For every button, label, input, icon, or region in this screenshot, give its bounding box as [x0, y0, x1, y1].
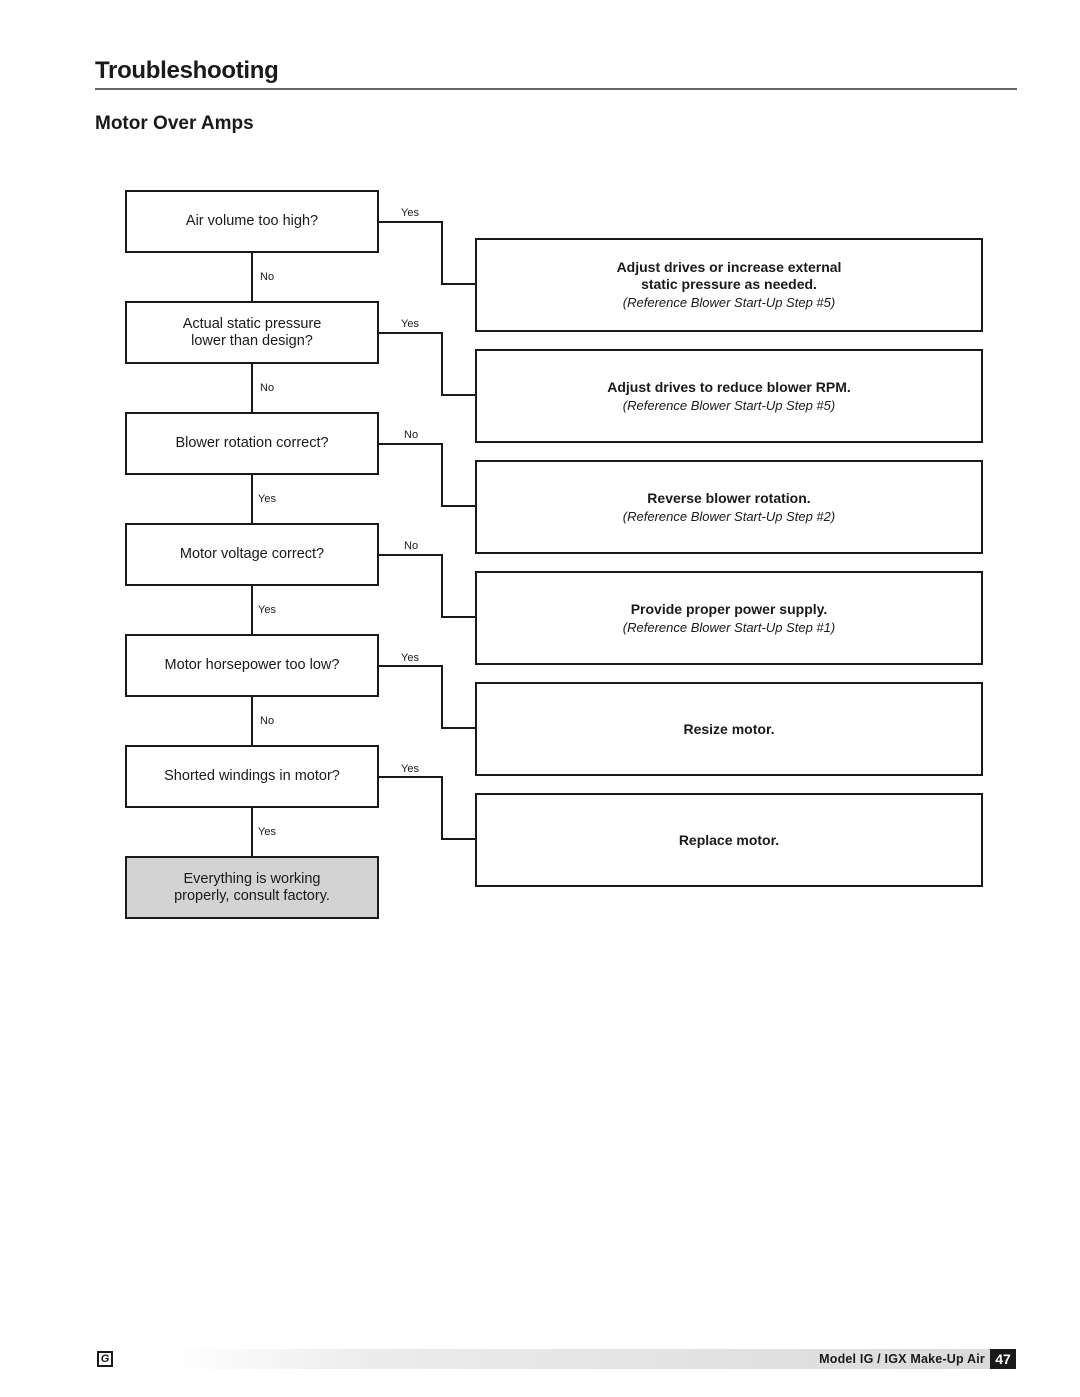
branch-label: No — [260, 382, 275, 394]
action-text: Adjust drives or increase external stati… — [616, 259, 842, 292]
final-box-consult-factory: Everything is working properly, consult … — [125, 856, 379, 919]
connector-down — [251, 697, 253, 745]
connector-right — [379, 554, 443, 556]
action-box-reverse-rotation: Reverse blower rotation. (Reference Blow… — [475, 460, 983, 554]
connector-right — [379, 443, 443, 445]
action-text: Resize motor. — [683, 720, 775, 737]
connector-down — [251, 586, 253, 634]
subsection-title: Motor Over Amps — [95, 113, 254, 134]
title-divider — [95, 88, 1017, 90]
branch-label: Yes — [401, 763, 419, 775]
question-box-static-pressure: Actual static pressure lower than design… — [125, 301, 379, 364]
connector-right — [379, 665, 443, 667]
connector-right — [441, 443, 443, 507]
action-reference: (Reference Blower Start-Up Step #5) — [622, 295, 836, 310]
connector-down — [251, 475, 253, 523]
question-text: Shorted windings in motor? — [164, 768, 340, 784]
branch-label: Yes — [401, 652, 419, 664]
connector-right — [441, 221, 443, 285]
branch-label: Yes — [401, 207, 419, 219]
branch-label: No — [260, 271, 275, 283]
action-text: Adjust drives to reduce blower RPM. — [607, 378, 851, 395]
connector-right — [441, 505, 475, 507]
question-box-air-volume: Air volume too high? — [125, 190, 379, 253]
branch-label: No — [404, 429, 419, 441]
branch-label: No — [260, 715, 275, 727]
question-text: Motor horsepower too low? — [164, 657, 340, 673]
connector-right — [441, 838, 475, 840]
branch-label: Yes — [258, 604, 276, 616]
action-box-reduce-rpm: Adjust drives to reduce blower RPM. (Ref… — [475, 349, 983, 443]
action-reference: (Reference Blower Start-Up Step #1) — [622, 619, 836, 635]
connector-right — [379, 221, 443, 223]
branch-label: No — [404, 540, 419, 552]
action-box-power-supply: Provide proper power supply. (Reference … — [475, 571, 983, 665]
connector-down — [251, 364, 253, 412]
footer-bar — [96, 1349, 1016, 1369]
connector-right — [441, 727, 475, 729]
action-box-replace-motor: Replace motor. — [475, 793, 983, 887]
action-box-adjust-drives-static: Adjust drives or increase external stati… — [475, 238, 983, 332]
page-number: 47 — [990, 1349, 1016, 1369]
action-text: Provide proper power supply. — [630, 600, 828, 617]
question-box-motor-voltage: Motor voltage correct? — [125, 523, 379, 586]
final-text: Everything is working properly, consult … — [174, 870, 330, 904]
connector-right — [441, 554, 443, 618]
connector-right — [379, 332, 443, 334]
action-reference: (Reference Blower Start-Up Step #5) — [622, 397, 836, 413]
connector-down — [251, 253, 253, 301]
question-box-blower-rotation: Blower rotation correct? — [125, 412, 379, 475]
question-box-motor-horsepower: Motor horsepower too low? — [125, 634, 379, 697]
footer-model-text: Model IG / IGX Make-Up Air — [819, 1352, 985, 1366]
action-reference: (Reference Blower Start-Up Step #2) — [622, 508, 836, 524]
branch-label: Yes — [401, 318, 419, 330]
question-box-shorted-windings: Shorted windings in motor? — [125, 745, 379, 808]
brand-logo-icon: G — [97, 1351, 113, 1367]
connector-right — [441, 283, 475, 285]
branch-label: Yes — [258, 826, 276, 838]
connector-down — [251, 808, 253, 856]
action-box-resize-motor: Resize motor. — [475, 682, 983, 776]
question-text: Air volume too high? — [185, 213, 319, 229]
connector-right — [379, 776, 443, 778]
question-text: Blower rotation correct? — [175, 435, 329, 451]
connector-right — [441, 665, 443, 729]
action-text: Replace motor. — [678, 831, 780, 848]
branch-label: Yes — [258, 493, 276, 505]
action-text: Reverse blower rotation. — [647, 489, 811, 506]
connector-right — [441, 776, 443, 840]
section-title: Troubleshooting — [95, 57, 279, 84]
connector-right — [441, 394, 475, 396]
connector-right — [441, 332, 443, 396]
question-text: Actual static pressure lower than design… — [182, 315, 322, 349]
question-text: Motor voltage correct? — [179, 546, 325, 562]
connector-right — [441, 616, 475, 618]
